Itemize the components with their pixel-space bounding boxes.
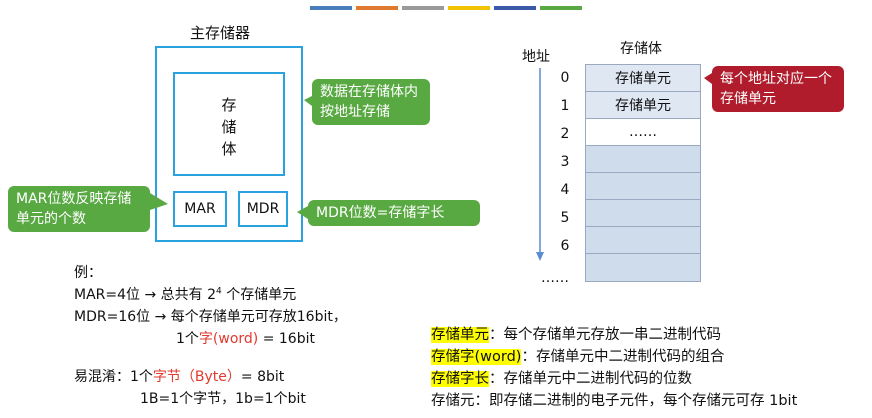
confusion-line-2: 1B=1个字节，1b=1个bit bbox=[140, 391, 306, 407]
top-color-segment bbox=[448, 6, 490, 10]
example-line-1-text: MAR=4位 → 总共有 2 bbox=[74, 287, 217, 303]
byte-term: 字节（Byte） bbox=[152, 369, 241, 385]
mar-callout-pointer bbox=[150, 193, 168, 210]
address-callout-pointer bbox=[704, 73, 712, 84]
storage-cell bbox=[586, 254, 700, 281]
top-color-segment bbox=[356, 6, 398, 10]
definition-text: ：存储单元中二进制代码的组合 bbox=[521, 349, 725, 365]
top-color-segment bbox=[540, 6, 582, 10]
storage-body-header: 存储体 bbox=[620, 41, 662, 57]
storage-callout-pointer bbox=[304, 96, 312, 106]
address-label: 6 bbox=[560, 238, 570, 254]
address-callout: 每个地址对应一个存储单元 bbox=[712, 66, 844, 112]
example-line-3-prefix: 1个 bbox=[176, 331, 199, 347]
example-line-1: MAR=4位 → 总共有 24 个存储单元 bbox=[74, 284, 296, 304]
definition-line: 存储元：即存储二进制的电子元件，每个存储元可存 1bit bbox=[431, 389, 797, 410]
storage-body-box: 存 储 体 bbox=[173, 72, 285, 176]
example-line-1-suffix: 个存储单元 bbox=[221, 287, 297, 303]
example-line-2: MDR=16位 → 每个存储单元可存放16bit， bbox=[74, 309, 347, 325]
storage-cell bbox=[586, 146, 700, 173]
storage-cell: 存储单元 bbox=[586, 65, 700, 92]
address-label: 5 bbox=[560, 210, 570, 226]
storage-cell: 存储单元 bbox=[586, 92, 700, 119]
mar-callout: MAR位数反映存储单元的个数 bbox=[8, 186, 150, 232]
storage-cell bbox=[586, 173, 700, 200]
example-line-3: 1个字(word) = 16bit bbox=[176, 328, 315, 348]
address-label: …… bbox=[541, 270, 569, 286]
main-memory-box bbox=[155, 46, 303, 242]
address-label: 3 bbox=[560, 154, 570, 170]
example-line-3-suffix: = 16bit bbox=[258, 331, 315, 347]
address-label: 1 bbox=[560, 98, 570, 114]
main-memory-title: 主存储器 bbox=[190, 24, 251, 42]
definition-line: 存储字(word)：存储单元中二进制代码的组合 bbox=[431, 345, 724, 366]
mdr-register: MDR bbox=[238, 191, 288, 227]
storage-callout: 数据在存储体内按地址存储 bbox=[312, 79, 430, 125]
address-header: 地址 bbox=[522, 49, 550, 65]
address-label: 0 bbox=[560, 70, 570, 86]
storage-cell bbox=[586, 200, 700, 227]
definition-text: ：每个存储单元存放一串二进制代码 bbox=[489, 327, 721, 343]
storage-body-char: 体 bbox=[221, 140, 237, 158]
definition-term: 存储单元 bbox=[431, 327, 489, 343]
confusion-prefix: 易混淆：1个 bbox=[74, 369, 153, 385]
word-term: 字(word) bbox=[198, 331, 259, 347]
definition-term: 存储字(word) bbox=[431, 349, 522, 365]
definition-term: 存储字长 bbox=[431, 371, 489, 387]
storage-body-char: 存 bbox=[221, 96, 237, 114]
storage-body-char: 储 bbox=[221, 118, 237, 136]
storage-cells-table: 存储单元存储单元…… bbox=[585, 64, 701, 282]
top-color-segment bbox=[402, 6, 444, 10]
mdr-callout-pointer bbox=[297, 206, 308, 219]
definition-text: ：存储单元中二进制代码的位数 bbox=[489, 371, 692, 387]
address-arrow-head bbox=[536, 252, 544, 261]
confusion-line-1: 易混淆：1个字节（Byte）= 8bit bbox=[74, 366, 284, 386]
definition-text: ：即存储二进制的电子元件，每个存储元可存 1bit bbox=[474, 393, 798, 409]
address-label: 2 bbox=[560, 126, 570, 142]
storage-cell bbox=[586, 227, 700, 254]
confusion-suffix: = 8bit bbox=[240, 369, 285, 385]
exponent: 4 bbox=[216, 286, 222, 297]
definition-line: 存储字长：存储单元中二进制代码的位数 bbox=[431, 367, 692, 388]
top-color-segment bbox=[310, 6, 352, 10]
address-label: 4 bbox=[560, 182, 570, 198]
top-color-segment bbox=[494, 6, 536, 10]
storage-cell: …… bbox=[586, 119, 700, 146]
mdr-callout: MDR位数=存储字长 bbox=[308, 200, 480, 226]
mar-register: MAR bbox=[173, 191, 227, 227]
definition-line: 存储单元：每个存储单元存放一串二进制代码 bbox=[431, 323, 721, 344]
definition-term: 存储元 bbox=[431, 393, 475, 409]
example-label: 例： bbox=[74, 265, 102, 281]
